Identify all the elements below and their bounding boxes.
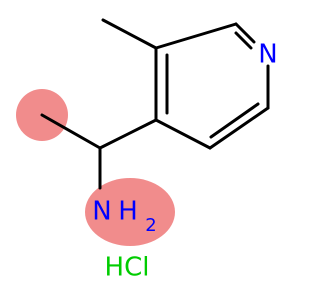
- molecule-canvas: N N H 2 HCl: [16, 18, 278, 283]
- amine-highlight: [85, 178, 175, 246]
- bond-c6-c5-double: [209, 102, 260, 139]
- bond-ring-methyl: [101, 18, 158, 50]
- structure-drawing: N N H 2 HCl: [16, 18, 278, 283]
- bond-c2-n-double: [234, 31, 253, 50]
- amine-n-label: N: [92, 197, 111, 227]
- amine-h-label: H: [118, 197, 138, 227]
- amine-subscript-label: 2: [145, 215, 156, 236]
- bond-ch-methyl: [40, 113, 102, 150]
- ring-nitrogen-label: N: [258, 40, 277, 70]
- bond-c4-ch: [98, 118, 158, 150]
- bond-c5-c4: [154, 118, 212, 150]
- bond-c3-c2: [154, 22, 238, 50]
- salt-label: HCl: [105, 253, 150, 283]
- bond-c2-n: [234, 22, 256, 44]
- bond-c6-c5: [208, 106, 270, 150]
